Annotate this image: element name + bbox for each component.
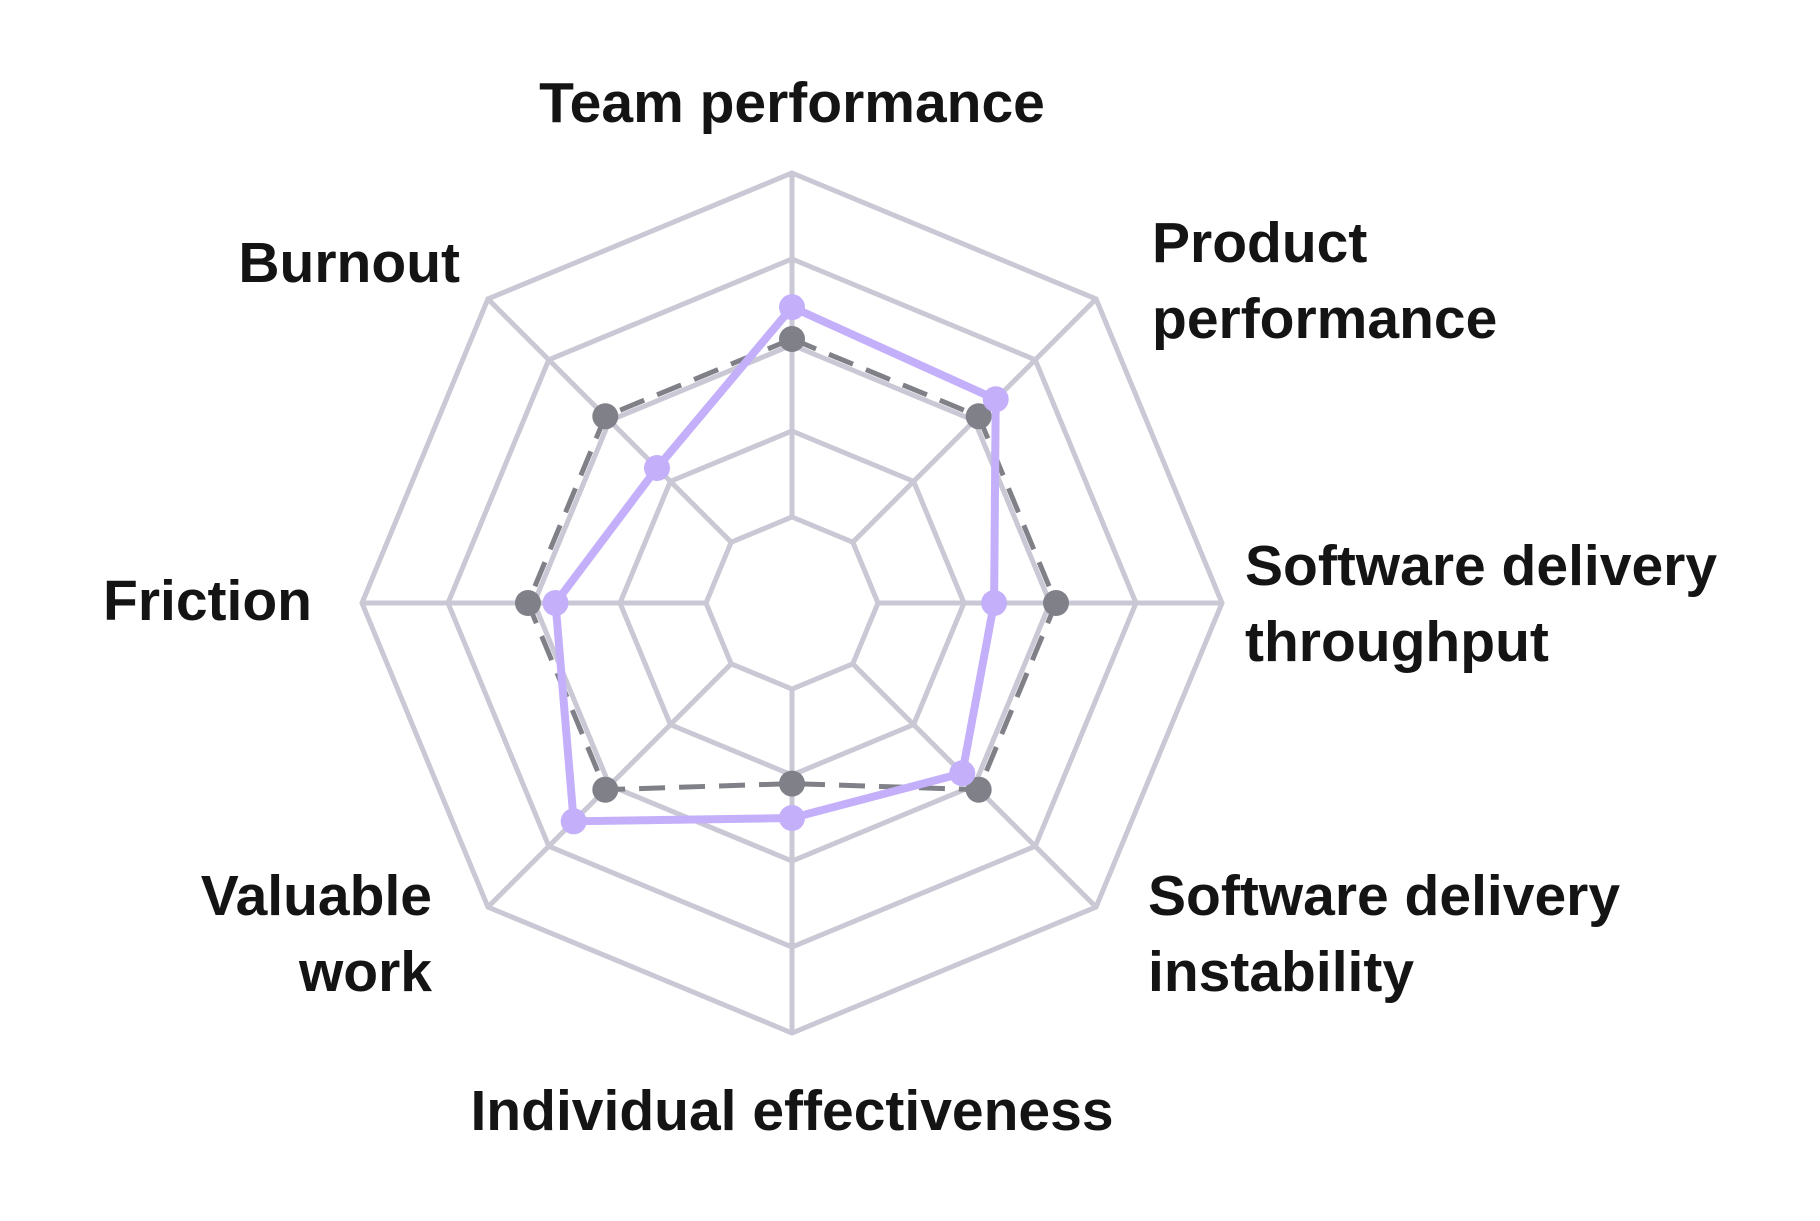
point-baseline-individual <box>779 770 805 797</box>
axis-label-line: Software delivery <box>1148 864 1620 928</box>
axis-label-burnout: Burnout <box>238 231 460 295</box>
axis-label-product: Product performance <box>1152 211 1497 351</box>
series-highlight <box>542 294 1009 835</box>
point-baseline-team <box>779 325 805 352</box>
axis-label-instability: Software delivery instability <box>1148 864 1620 1004</box>
point-highlight-product <box>982 386 1009 413</box>
point-highlight-throughput <box>981 590 1008 616</box>
axis-label-line: throughput <box>1245 610 1549 674</box>
axis-label-friction: Friction <box>103 569 312 633</box>
axis-label-individual: Individual effectiveness <box>470 1079 1113 1143</box>
axis-label-line: Individual effectiveness <box>470 1079 1113 1143</box>
point-baseline-friction <box>514 590 541 616</box>
point-baseline-valuable-work <box>592 776 619 803</box>
point-highlight-friction <box>542 590 569 616</box>
point-highlight-team <box>779 294 805 321</box>
series-layer <box>514 294 1070 835</box>
point-baseline-throughput <box>1043 590 1070 616</box>
grid-ring-1 <box>703 514 881 692</box>
axis-label-line: performance <box>1152 287 1497 351</box>
axis-label-line: Friction <box>103 569 312 633</box>
axis-label-valuable-work: Valuable work <box>201 864 433 1004</box>
series-baseline <box>514 325 1070 803</box>
axis-label-line: Burnout <box>238 231 460 295</box>
point-highlight-valuable-work <box>560 808 587 835</box>
point-baseline-instability <box>965 776 992 803</box>
axis-label-line: instability <box>1148 940 1414 1004</box>
axis-label-line: Valuable <box>201 864 432 928</box>
axis-label-line: Team performance <box>539 71 1045 135</box>
point-baseline-burnout <box>592 403 619 430</box>
axis-label-throughput: Software delivery throughput <box>1245 534 1717 674</box>
point-highlight-instability <box>949 760 976 787</box>
point-baseline-product <box>965 403 992 430</box>
axis-label-line: Software delivery <box>1245 534 1717 598</box>
axis-label-line: Product <box>1152 211 1367 275</box>
point-highlight-individual <box>779 805 805 831</box>
axis-label-team: Team performance <box>539 71 1045 135</box>
axis-label-line: work <box>298 940 432 1004</box>
point-highlight-burnout <box>643 454 670 481</box>
